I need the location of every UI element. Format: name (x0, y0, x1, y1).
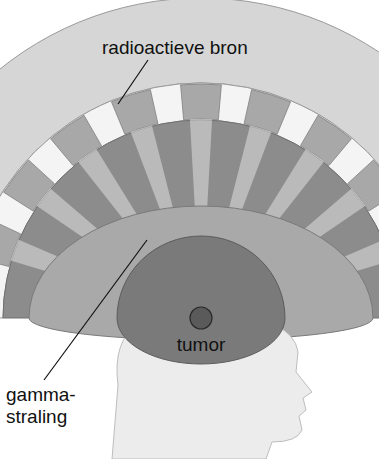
leader-line (44, 240, 147, 380)
leader-line (118, 60, 148, 104)
source-block (181, 84, 222, 120)
skull-dome (117, 236, 285, 364)
source-label: radioactieve bron (102, 37, 248, 59)
tumor-spot (190, 307, 212, 329)
tumor-label: tumor (177, 334, 226, 356)
radiation-label: gamma- straling (6, 384, 86, 428)
